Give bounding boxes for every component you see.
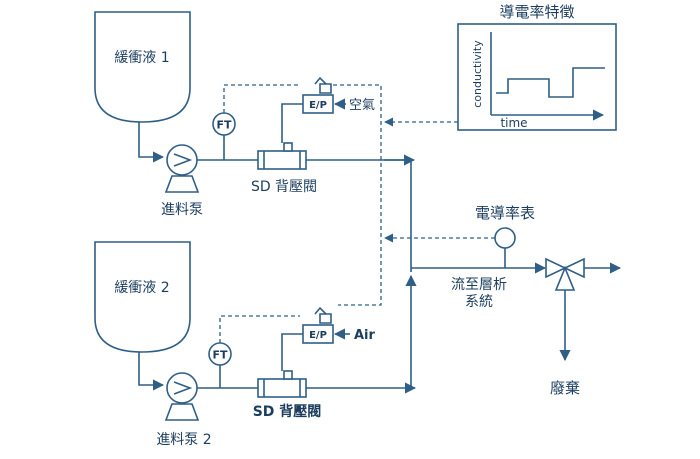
conductivity-meter bbox=[494, 227, 516, 249]
ft-2-label: FT bbox=[212, 349, 228, 362]
column-label-line2: 系統 bbox=[465, 294, 493, 310]
air-2-label: Air bbox=[354, 328, 376, 343]
ft-1-label: FT bbox=[216, 119, 232, 132]
ep-2-label: E/P bbox=[309, 330, 327, 341]
chart-x-label: time bbox=[500, 116, 527, 130]
conductivity-profile-chart bbox=[457, 23, 617, 131]
feed-pump-2 bbox=[164, 372, 200, 421]
chart-title: 導電率特徵 bbox=[499, 3, 574, 21]
air-1-label: 空氣 bbox=[349, 98, 375, 113]
chart-y-label: conductivity bbox=[471, 40, 484, 108]
three-way-valve bbox=[545, 257, 585, 291]
ep-1-label: E/P bbox=[309, 100, 327, 111]
pump-2-label: 進料泵 2 bbox=[156, 432, 211, 448]
feed-pump-1 bbox=[164, 144, 200, 193]
tank-2-outlet-line bbox=[138, 352, 165, 391]
controller-signal-line bbox=[333, 84, 382, 306]
buffer-tank-2 bbox=[94, 241, 191, 353]
valve-2-label: SD 背壓閥 bbox=[253, 403, 322, 420]
tank-2-label: 緩衝液 2 bbox=[114, 280, 169, 296]
ft-2-signal-line bbox=[219, 315, 300, 343]
ft-1-signal-line bbox=[223, 84, 300, 113]
tank-1-outlet-line bbox=[138, 122, 165, 163]
ep-converter-1 bbox=[302, 76, 334, 114]
buffer-tank-1 bbox=[94, 11, 191, 123]
valve-1-label: SD 背壓閥 bbox=[251, 179, 317, 195]
column-label-line1: 流至層析 bbox=[451, 277, 507, 293]
tank-1-label: 緩衝液 1 bbox=[114, 50, 169, 66]
meter-label: 電導率表 bbox=[475, 204, 535, 222]
valve-1-outlet-line bbox=[306, 159, 412, 272]
ep-2-to-valve-2-line bbox=[281, 333, 303, 371]
back-pressure-valve-1 bbox=[257, 142, 307, 170]
pump-1-label: 進料泵 bbox=[161, 202, 203, 218]
back-pressure-valve-2 bbox=[257, 370, 307, 398]
waste-label: 廢棄 bbox=[550, 379, 580, 397]
ep-1-to-valve-1-line bbox=[281, 103, 303, 143]
